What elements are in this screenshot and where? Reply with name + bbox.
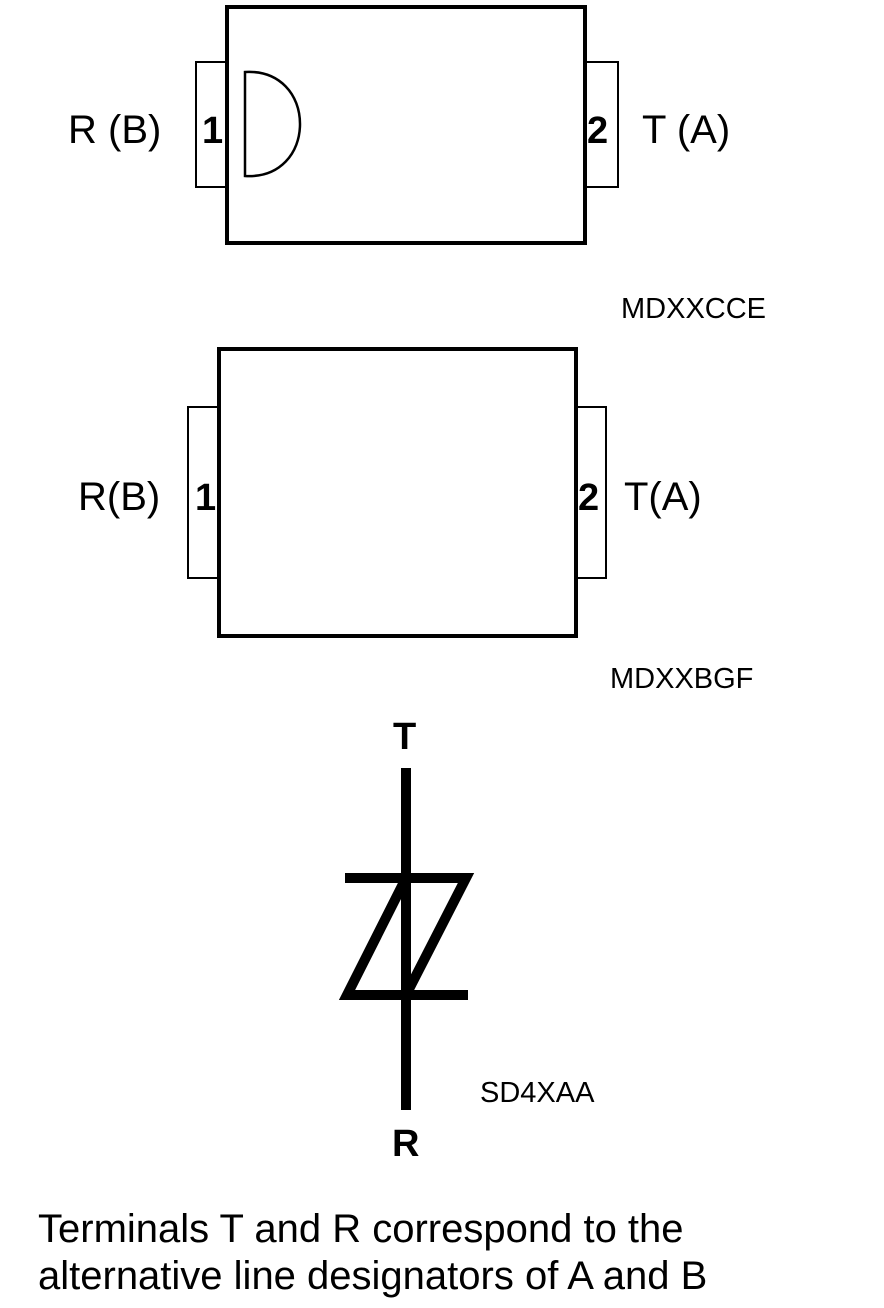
package-body xyxy=(217,347,578,638)
right-terminal-label: T(A) xyxy=(624,475,702,519)
package-mdxxcce: R (B) 1 2 T (A) MDXXCCE xyxy=(68,5,766,325)
thyristor-surge-protector-symbol: T R SD4XAA xyxy=(338,716,595,1165)
package-code: MDXXBGF xyxy=(610,663,753,695)
terminal-r-label: R xyxy=(392,1123,419,1165)
pin1-notch xyxy=(243,70,302,178)
caption-line-1: Terminals T and R correspond to the xyxy=(38,1207,684,1251)
pin-1-label: 1 xyxy=(195,477,216,519)
left-terminal-label: R (B) xyxy=(68,108,161,152)
left-terminal-label: R(B) xyxy=(78,475,160,519)
package-code: MDXXCCE xyxy=(621,293,766,325)
pin-1-label: 1 xyxy=(202,110,223,152)
z-bar-symbol xyxy=(345,873,475,998)
symbol-code: SD4XAA xyxy=(480,1077,595,1109)
right-lead xyxy=(575,406,607,579)
right-terminal-label: T (A) xyxy=(642,108,730,152)
package-body xyxy=(225,5,587,245)
z-bar-symbol-lower xyxy=(338,875,468,1000)
left-lead xyxy=(195,61,228,188)
caption: Terminals T and R correspond to the alte… xyxy=(38,1206,878,1300)
right-lead xyxy=(584,61,619,188)
pin-2-label: 2 xyxy=(578,477,599,519)
pin-2-label: 2 xyxy=(587,110,608,152)
caption-line-2: alternative line designators of A and B xyxy=(38,1254,708,1298)
terminal-t-label: T xyxy=(393,716,416,758)
left-lead xyxy=(187,406,220,579)
package-mdxxbgf: R(B) 1 2 T(A) MDXXBGF xyxy=(78,347,753,695)
